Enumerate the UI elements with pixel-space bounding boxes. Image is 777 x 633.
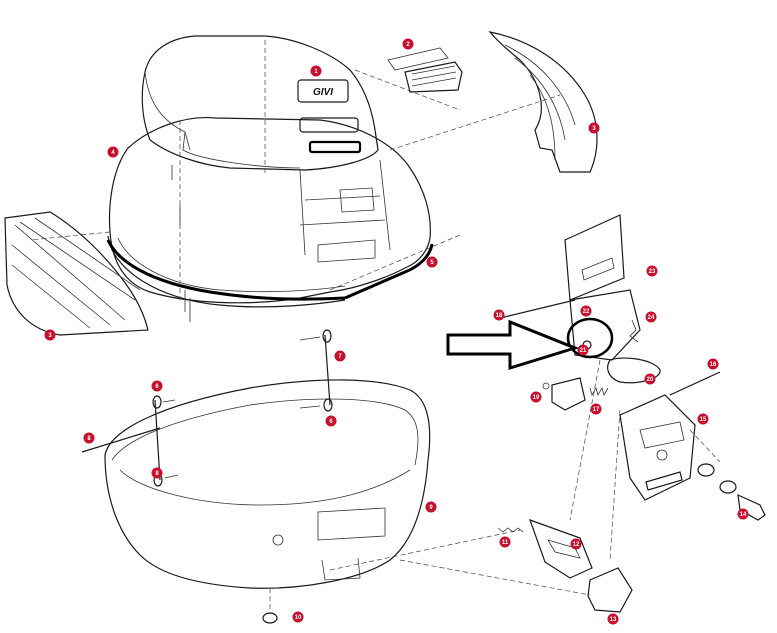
svg-text:19: 19 bbox=[533, 395, 540, 401]
callout-3-left: 3 bbox=[44, 329, 56, 341]
callout-1: 1 bbox=[310, 65, 322, 77]
part-2-insert bbox=[387, 47, 463, 93]
part-3-left-reflector bbox=[4, 211, 149, 336]
svg-text:11: 11 bbox=[502, 540, 509, 546]
callout-13: 13 bbox=[607, 613, 619, 625]
callout-2: 2 bbox=[402, 38, 414, 50]
svg-text:13: 13 bbox=[610, 617, 617, 623]
svg-text:5: 5 bbox=[430, 260, 434, 266]
logo-plate bbox=[297, 79, 349, 103]
svg-text:21: 21 bbox=[580, 348, 587, 354]
svg-text:4: 4 bbox=[111, 150, 115, 156]
lid-seal-strip bbox=[106, 239, 346, 301]
svg-text:18: 18 bbox=[496, 313, 503, 319]
callout-24: 24 bbox=[645, 311, 657, 323]
brand-logo-text: GIVI bbox=[313, 87, 333, 98]
callout-17: 17 bbox=[590, 403, 602, 415]
callout-6-left: 6 bbox=[151, 380, 163, 392]
callout-9: 9 bbox=[425, 501, 437, 513]
svg-text:3: 3 bbox=[592, 126, 596, 132]
lid-recess-top bbox=[299, 117, 359, 133]
callout-12: 12 bbox=[570, 538, 582, 550]
callout-23: 23 bbox=[646, 265, 658, 277]
lock-mechanism bbox=[497, 214, 766, 613]
svg-text:15: 15 bbox=[700, 417, 707, 423]
svg-text:24: 24 bbox=[648, 315, 655, 321]
callout-8-upper: 8 bbox=[151, 467, 163, 479]
svg-text:9: 9 bbox=[429, 505, 433, 511]
lid-recess-bottom bbox=[308, 140, 362, 154]
callout-6-right: 6 bbox=[325, 415, 337, 427]
svg-text:8: 8 bbox=[155, 471, 159, 477]
svg-text:16: 16 bbox=[710, 362, 717, 368]
svg-text:20: 20 bbox=[647, 377, 654, 383]
top-case-base bbox=[81, 329, 591, 624]
svg-text:7: 7 bbox=[338, 354, 342, 360]
svg-text:23: 23 bbox=[649, 269, 656, 275]
callout-4: 4 bbox=[107, 146, 119, 158]
svg-text:2: 2 bbox=[406, 42, 410, 48]
highlight-circle bbox=[566, 317, 614, 359]
part-3-right-reflector bbox=[488, 31, 598, 173]
svg-text:22: 22 bbox=[583, 309, 590, 315]
callout-10: 10 bbox=[292, 611, 304, 623]
svg-text:17: 17 bbox=[593, 407, 600, 413]
callout-16: 16 bbox=[707, 358, 719, 370]
callout-19: 19 bbox=[530, 391, 542, 403]
callout-14: 14 bbox=[737, 508, 749, 520]
callout-18: 18 bbox=[493, 309, 505, 321]
svg-text:12: 12 bbox=[573, 542, 580, 548]
callout-21: 21 bbox=[577, 344, 589, 356]
callout-15: 15 bbox=[697, 413, 709, 425]
svg-text:3: 3 bbox=[48, 333, 52, 339]
svg-text:10: 10 bbox=[295, 615, 302, 621]
callout-3-right: 3 bbox=[588, 122, 600, 134]
svg-text:6: 6 bbox=[329, 419, 333, 425]
top-case-lid: GIVI bbox=[29, 35, 561, 322]
callout-11: 11 bbox=[499, 536, 511, 548]
callout-22: 22 bbox=[580, 305, 592, 317]
callout-7: 7 bbox=[334, 350, 346, 362]
base-foot bbox=[262, 612, 278, 624]
svg-text:14: 14 bbox=[740, 512, 747, 518]
pointer-arrow bbox=[446, 319, 580, 371]
svg-text:8: 8 bbox=[87, 436, 91, 442]
svg-text:6: 6 bbox=[155, 384, 159, 390]
svg-text:1: 1 bbox=[314, 69, 318, 75]
callout-20: 20 bbox=[644, 373, 656, 385]
callout-8-left: 8 bbox=[83, 432, 95, 444]
callout-5: 5 bbox=[426, 256, 438, 268]
